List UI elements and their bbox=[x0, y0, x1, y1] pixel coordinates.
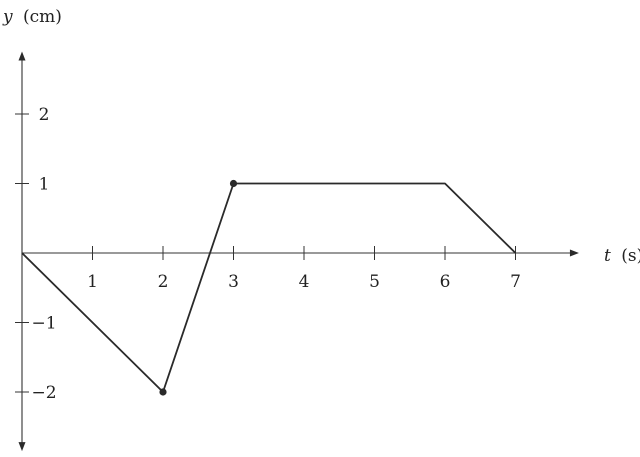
ticks: 1 2 3 4 5 6 7 −2 −1 1 2 bbox=[15, 105, 521, 403]
x-tick-label: 2 bbox=[158, 272, 169, 292]
y-tick-label: 1 bbox=[39, 175, 50, 195]
x-axis-unit: (s) bbox=[621, 246, 640, 266]
x-tick-label: 6 bbox=[440, 272, 451, 292]
y-axis-unit: (cm) bbox=[23, 7, 62, 27]
x-axis-label: t (s) bbox=[604, 246, 640, 266]
y-axis-variable: y bbox=[2, 7, 13, 27]
y-axis-label: y (cm) bbox=[2, 7, 62, 27]
plot-area bbox=[21, 179, 517, 396]
x-tick-label: 1 bbox=[87, 272, 98, 292]
y-tick-label: −2 bbox=[31, 383, 56, 403]
x-axis-variable: t bbox=[604, 246, 611, 266]
data-point bbox=[159, 388, 167, 396]
x-tick-label: 4 bbox=[299, 272, 310, 292]
y-tick-label: −1 bbox=[31, 314, 56, 334]
x-tick-label: 5 bbox=[369, 272, 380, 292]
y-axis-arrowhead-bottom bbox=[18, 442, 26, 452]
data-point bbox=[229, 179, 238, 188]
y-axis-arrowhead-top bbox=[18, 51, 26, 61]
x-tick-label: 3 bbox=[228, 272, 239, 292]
x-tick-label: 7 bbox=[510, 272, 521, 292]
x-axis-arrowhead bbox=[569, 249, 579, 257]
axes bbox=[18, 51, 579, 452]
y-tick-label: 2 bbox=[39, 105, 50, 125]
